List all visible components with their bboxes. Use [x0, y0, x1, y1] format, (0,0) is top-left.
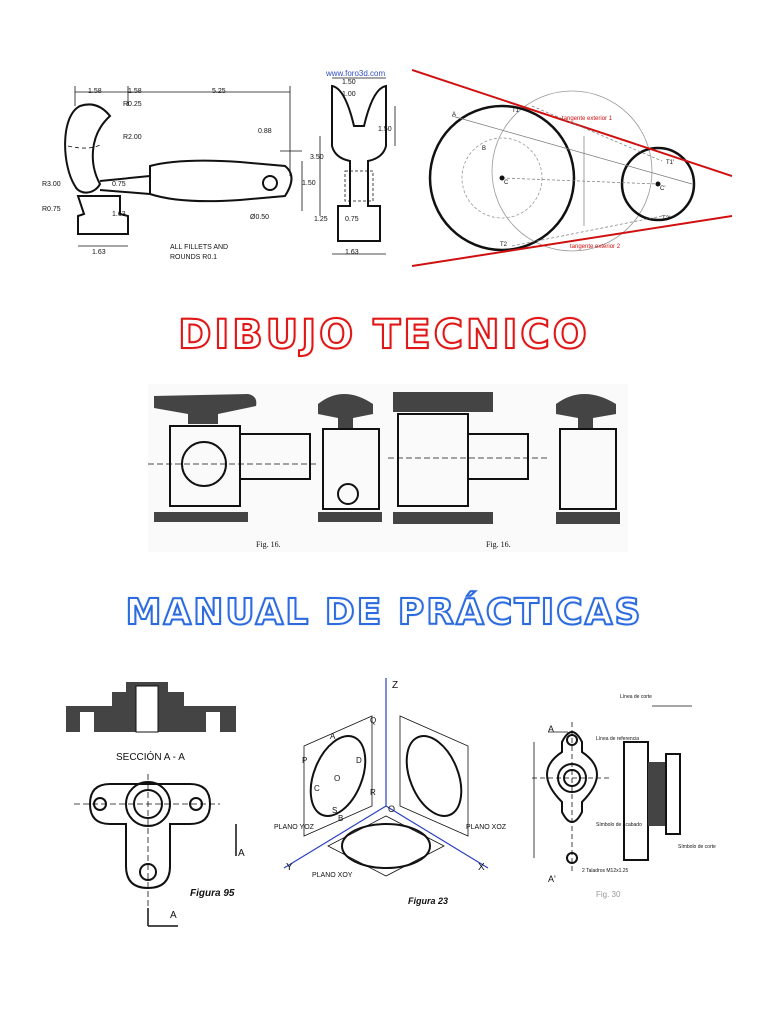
dim-label: Ø0.50 [250, 214, 270, 221]
dim-label: R0.25 [123, 101, 142, 108]
dim-label: 1.63 [92, 249, 106, 256]
bracket-drawing: SECCIÓN A - A A A Figura 95 [60, 676, 266, 936]
note-text: Línea de referencia [596, 736, 640, 742]
point-label: B [338, 814, 344, 823]
note-text: Símbolo de corte [678, 844, 716, 850]
dim-label: 5.25 [212, 88, 226, 95]
point-label: T1' [666, 160, 675, 166]
dim-label: 1.58 [128, 88, 142, 95]
part-figure [532, 705, 692, 872]
figure-caption: Figura 23 [408, 896, 449, 906]
isometric-figure [283, 678, 489, 877]
dim-label: R2.00 [123, 134, 142, 141]
dim-label: 0.75 [345, 216, 359, 223]
point-label: C' [660, 186, 666, 192]
point-label: O [334, 774, 341, 783]
cut-label: A' [548, 874, 556, 884]
point-label: C [314, 784, 320, 793]
dim-label: 1.25 [314, 216, 328, 223]
dim-label: R0.75 [42, 206, 61, 213]
fig-caption: Fig. 16. [256, 540, 281, 549]
hammer-figure [64, 77, 396, 255]
note-text: ALL FILLETS AND [170, 244, 229, 251]
dim-label: 3.50 [310, 154, 324, 161]
part-drawing: A A' Línea de corte Línea de referencia … [512, 682, 732, 902]
cut-label: A [170, 910, 177, 921]
section-label: SECCIÓN A - A [116, 752, 185, 763]
point-label: T1 [512, 108, 520, 114]
note-text: 2 Taladros M12x1.25 [582, 868, 629, 874]
dim-label: 1.63 [112, 211, 126, 218]
dim-label: 1.50 [378, 126, 392, 133]
tangent-figure [412, 69, 732, 267]
axis-label: O [388, 804, 396, 814]
watermark-text: www.foro3d.com [326, 69, 386, 78]
point-label: S [332, 806, 338, 815]
figure-caption: Figura 95 [190, 888, 235, 899]
axis-label: Y [286, 862, 293, 873]
figure-caption: Fig. 30 [596, 890, 621, 899]
cut-label: A [238, 848, 245, 859]
valve-figure [148, 392, 620, 524]
dim-label: 1.50 [302, 180, 316, 187]
point-label: R [370, 788, 376, 797]
isometric-drawing: Z Y X O PLANO YOZ PLANO XOZ PLANO XOY P … [274, 676, 506, 914]
plane-label: PLANO XOZ [466, 824, 507, 831]
fig-caption: Fig. 16. [486, 540, 511, 549]
plane-label: PLANO XOY [312, 872, 353, 879]
point-label: A [330, 732, 336, 741]
note-text: Línea de corte [620, 694, 652, 700]
point-label: A [452, 112, 457, 118]
tangent-label-1: tangente exterior 1 [562, 116, 613, 122]
point-label: T2' [662, 216, 671, 222]
point-label: T2 [500, 242, 508, 248]
point-label: P [302, 756, 308, 765]
dim-label: 1.00 [342, 91, 356, 98]
point-label: D [356, 756, 362, 765]
tangent-label-2: tangente exterior 2 [570, 244, 621, 250]
plane-label: PLANO YOZ [274, 824, 314, 831]
hammer-drawing: www.foro3d.com 1.58 1.58 5.25 1.50 1.00 … [40, 66, 410, 276]
axis-label: Z [392, 680, 399, 691]
sub-title: MANUAL DE PRÁCTICAS [125, 591, 643, 634]
dim-label: 1.50 [342, 79, 356, 86]
dim-label: 0.75 [112, 181, 126, 188]
valve-drawing: Fig. 16. Fig. 16. [148, 384, 628, 552]
cut-label: A [548, 724, 555, 734]
dim-label: 1.58 [88, 88, 102, 95]
dim-label: R3.00 [42, 181, 61, 188]
tangent-drawing: tangente exterior 1 tangente exterior 2 … [412, 66, 732, 276]
point-label: Q [370, 716, 377, 725]
dim-label: 1.63 [345, 249, 359, 256]
bracket-figure [66, 682, 237, 927]
main-title: DIBUJO TECNICO [177, 311, 590, 359]
point-label: C [504, 180, 509, 186]
dim-label: 0.88 [258, 128, 272, 135]
note-text: ROUNDS R0.1 [170, 254, 218, 261]
point-label: B [482, 146, 487, 152]
note-text: Símbolo de acabado [596, 822, 642, 828]
axis-label: X [478, 862, 485, 873]
